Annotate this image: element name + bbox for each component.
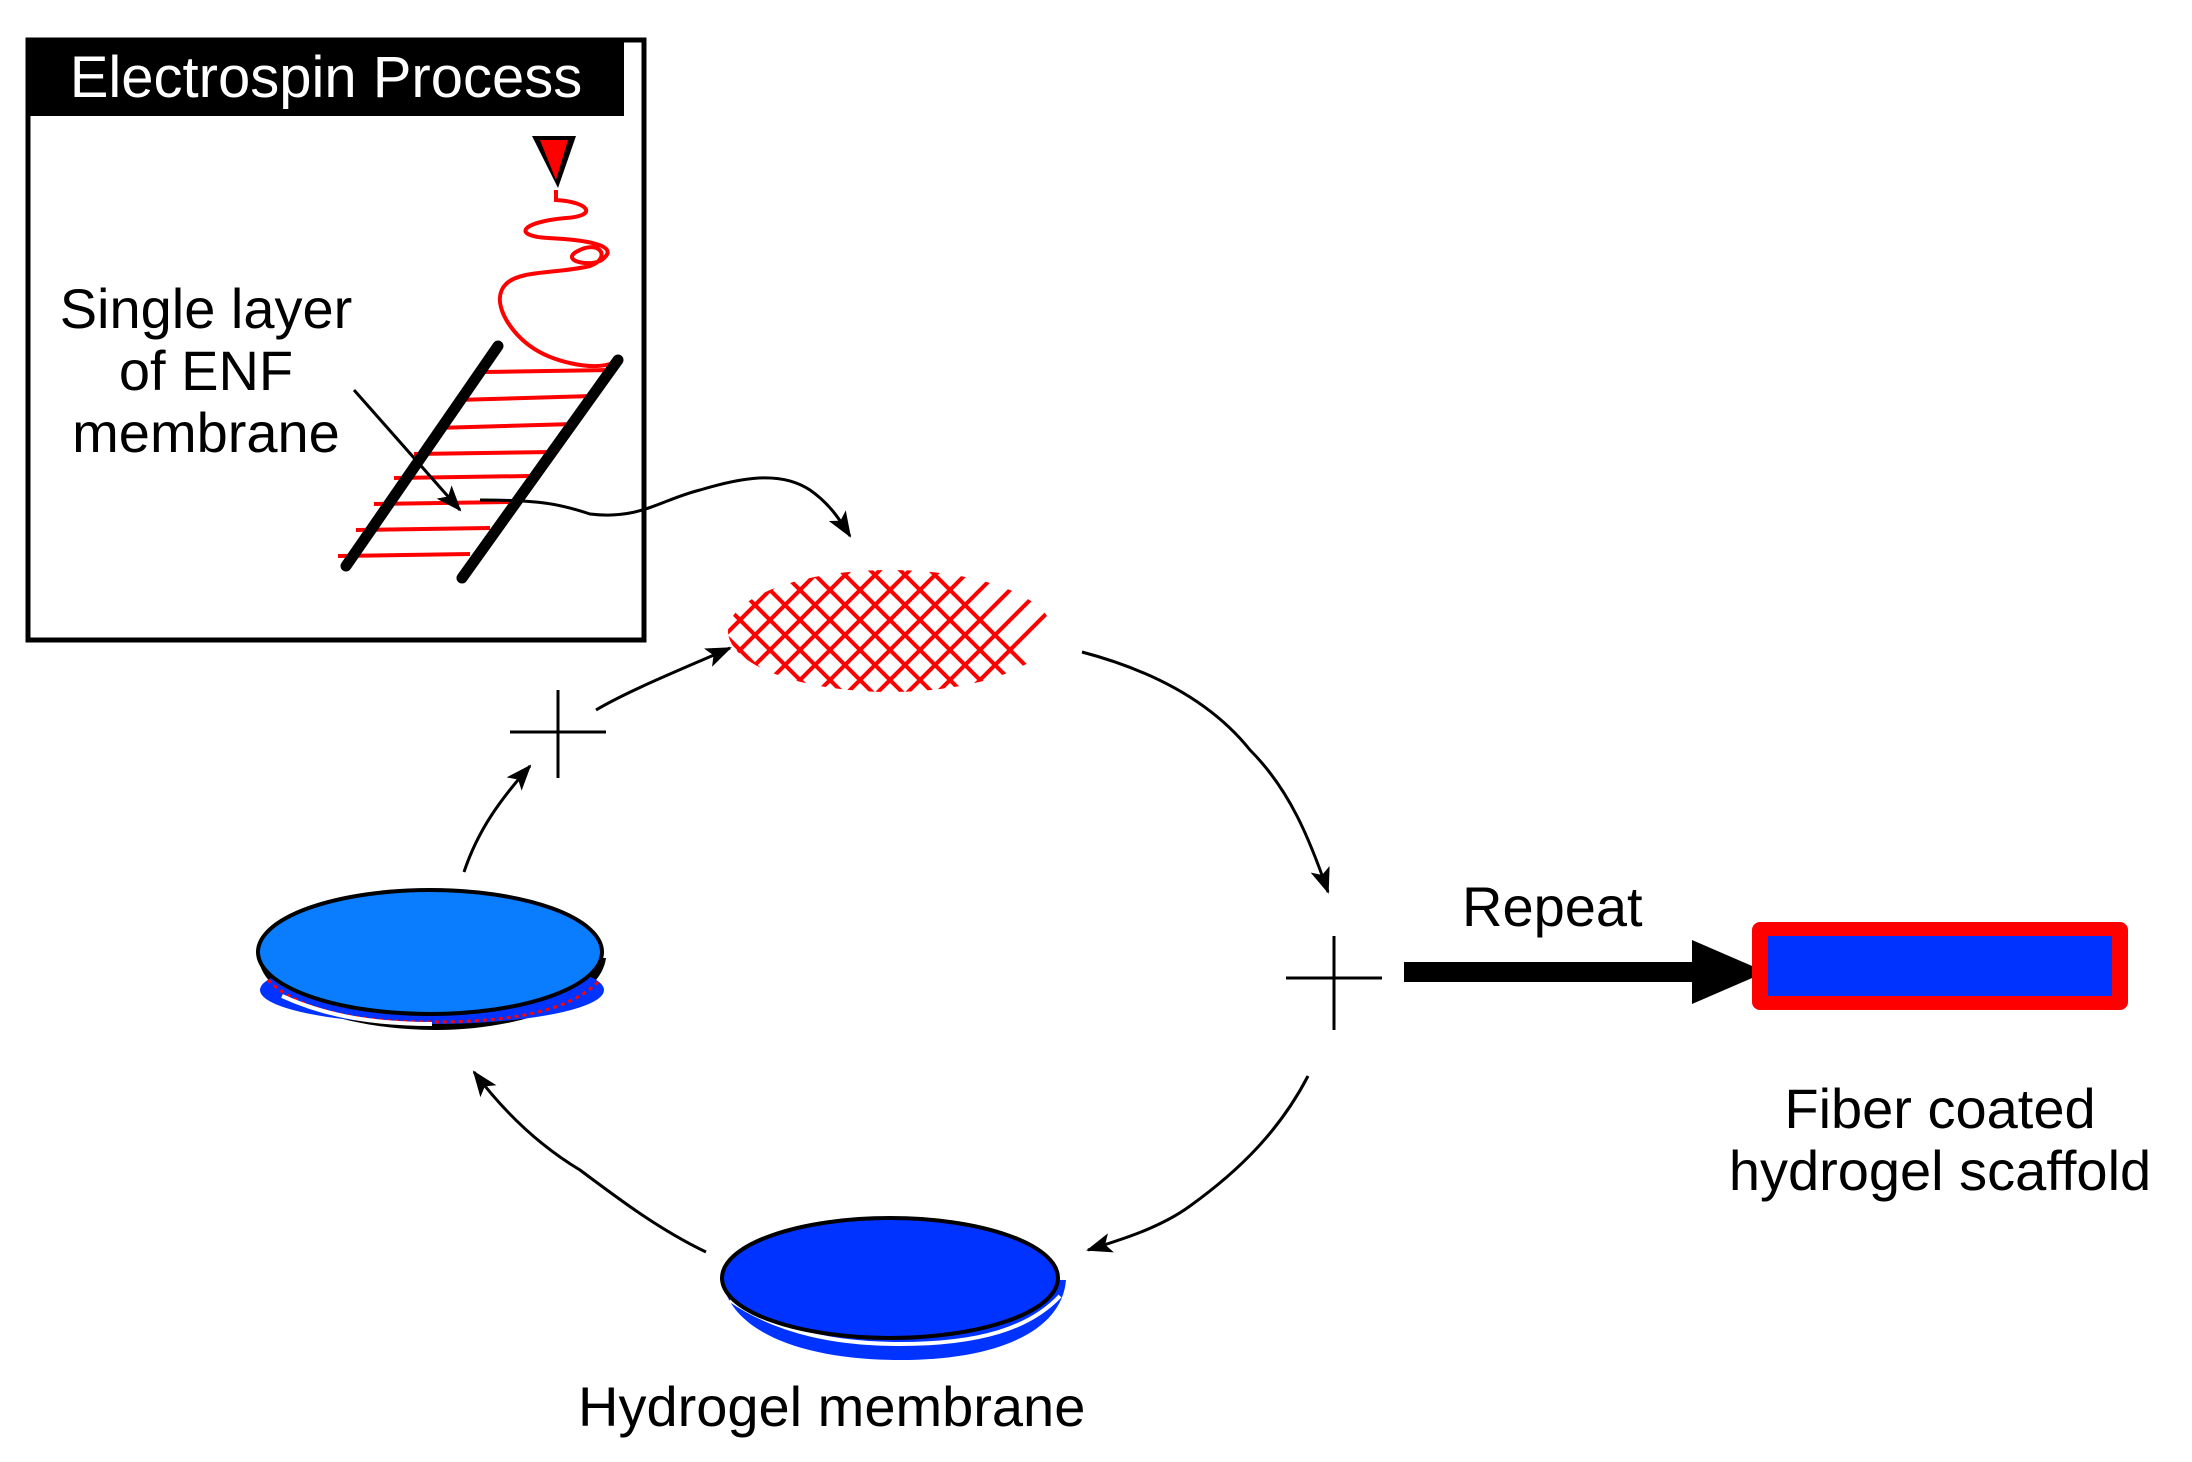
cycle-arrow-plus-to-hydrogel [1086, 1075, 1310, 1253]
scaffold-label: Fiber coated hydrogel scaffold [1700, 1078, 2180, 1202]
fiber-coated-scaffold [1752, 922, 2128, 1010]
plus-icon-left [510, 690, 606, 778]
cycle-arrow-hydrogel-to-disc [472, 1070, 707, 1254]
hydrogel-membrane-label: Hydrogel membrane [578, 1375, 1086, 1438]
enf-layer-label: Single layer of ENF membrane [36, 278, 376, 464]
scaffold-label-line: hydrogel scaffold [1728, 1139, 2152, 1202]
enf-layer-label-line: membrane [72, 401, 340, 464]
cycle-arrow-disc-to-plus [462, 764, 532, 873]
enf-mesh [728, 570, 1052, 692]
enf-layer-label-line: of ENF [118, 339, 294, 402]
transfer-arrow [479, 476, 852, 538]
fiber-jet [497, 190, 611, 368]
label-pointer-arrow [352, 389, 462, 512]
repeat-label: Repeat [1462, 875, 1643, 938]
repeat-arrow [1404, 940, 1766, 1004]
spinneret-nozzle-icon [532, 136, 576, 188]
cycle-arrow-mesh-to-plus [1081, 650, 1330, 894]
cycle-arrow-plus-to-mesh [595, 646, 732, 712]
enf-layer-label-line: Single layer [59, 277, 353, 340]
inset-title: Electrospin Process [28, 40, 624, 116]
collector-ladder [337, 340, 624, 584]
hydrogel-membrane-disc [720, 1216, 1066, 1360]
plus-icon-right [1286, 936, 1382, 1030]
scaffold-label-line: Fiber coated [1784, 1077, 2096, 1140]
coated-hydrogel-disc [256, 888, 606, 1030]
